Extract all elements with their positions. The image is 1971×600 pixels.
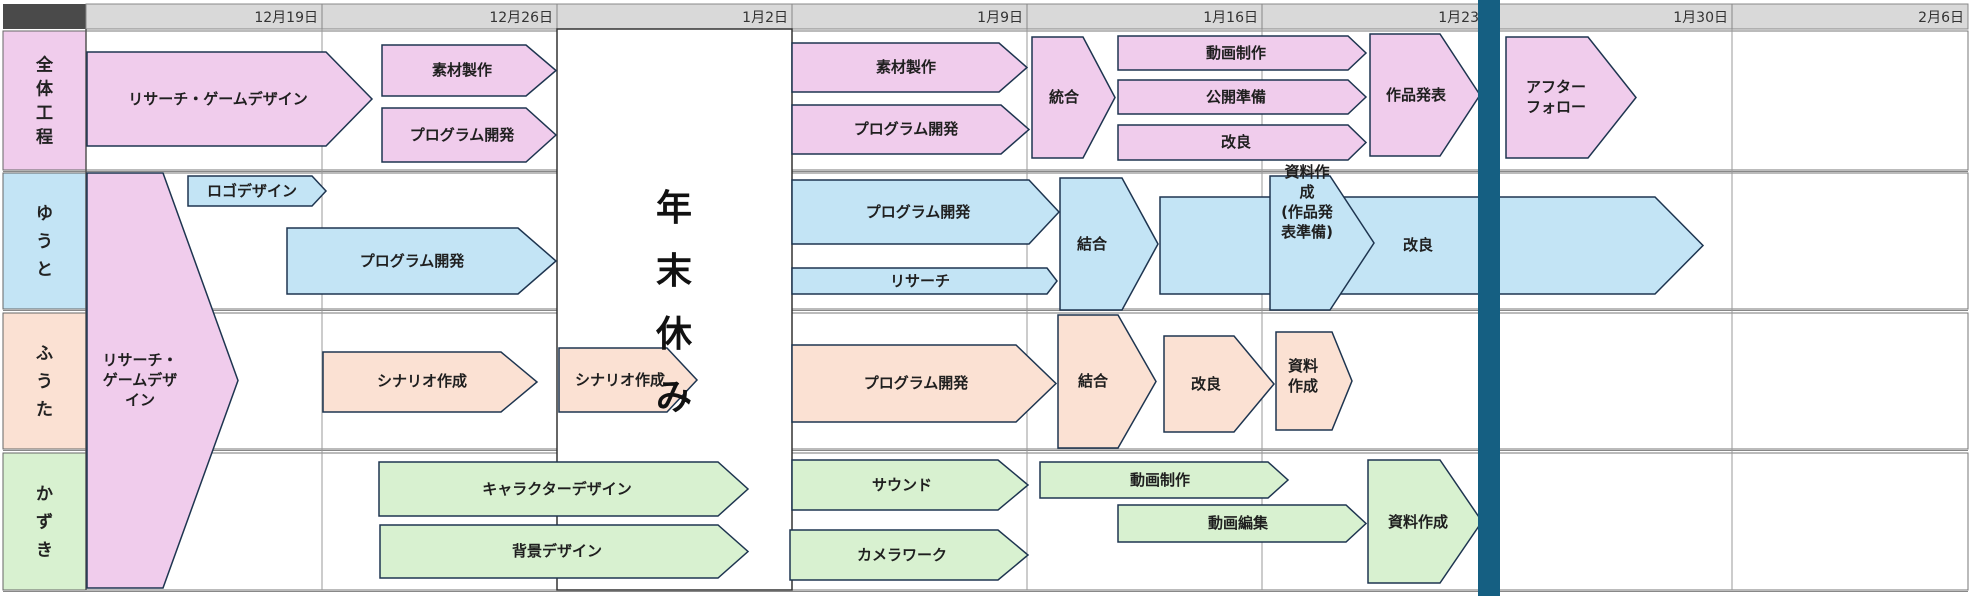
row-label-cell [2,172,87,310]
task-arrow [1163,335,1275,433]
task-arrow [86,51,374,147]
task-arrow [1059,177,1159,311]
task-label: ロゴデザイン [207,182,297,200]
task-label: 資料作成 [1388,513,1448,531]
task-label: 結合 [1077,235,1108,253]
row-label: 全体工程 [35,55,54,148]
date-label: 1月2日 [742,10,788,26]
task-label: アフター [1526,78,1586,96]
task-label: プログラム開発 [410,126,516,144]
task-label: イン [125,391,155,409]
task-arrow [791,267,1058,295]
task-label: 改良 [1191,375,1221,393]
task-arrow [1057,314,1157,449]
task-arrow [187,175,328,207]
task-label: 表準備) [1281,223,1333,241]
task-label: プログラム開発 [866,203,972,221]
task-label: 素材製作 [432,61,492,79]
task-arrow [86,172,239,589]
task-arrow [378,461,750,517]
task-label: シナリオ作成 [575,371,665,389]
task-arrow [1367,459,1483,584]
task-label: 改良 [1403,236,1433,254]
task-arrow [381,44,558,97]
date-label: 12月26日 [489,10,553,26]
task-label: ゲームデザ [103,371,178,389]
task-arrow [791,104,1031,155]
task-label: 改良 [1221,133,1251,151]
row-label-cell [2,30,87,171]
row-label-cell [2,312,87,450]
task-label: カメラワーク [857,546,947,564]
task-arrow [791,344,1058,423]
task-arrow [379,524,750,579]
task-label: リサーチ [890,272,950,290]
task-label: キャラクターデザイン [482,480,631,498]
task-arrow [1039,461,1290,499]
task-arrow [789,529,1030,581]
task-label: (作品発 [1281,203,1334,221]
task-label: 作品発表 [1386,86,1447,104]
task-arrow [791,459,1030,511]
task-label: 素材製作 [876,58,936,76]
task-arrow [1117,504,1368,543]
task-label: 統合 [1049,88,1080,106]
task-label: 資料作 [1284,163,1329,181]
date-label: 1月30日 [1673,10,1728,26]
task-label: リサーチ・ [102,351,177,369]
task-label: プログラム開発 [854,120,960,138]
task-arrow [381,107,558,163]
task-label: 結合 [1078,372,1109,390]
task-label: シナリオ作成 [377,372,467,390]
task-arrow [558,347,699,413]
task-label: プログラム開発 [360,252,466,270]
task-label: フォロー [1526,98,1586,116]
task-label: 資料 [1288,357,1318,375]
task-arrow [1117,79,1368,115]
task-arrow [791,42,1029,93]
date-label: 12月19日 [254,10,318,26]
row-label: ゆうと [36,204,53,280]
task-label: 動画制作 [1206,44,1266,62]
task-label: リサーチ・ゲームデザイン [128,90,308,108]
header-corner [3,4,86,29]
row-label: ふうた [36,344,53,420]
date-label: 2月6日 [1918,10,1964,26]
task-label: 動画編集 [1208,514,1269,532]
holiday-label: 年末休み [655,188,693,418]
task-arrow [791,179,1061,245]
task-arrow [1275,331,1353,431]
task-arrow [322,351,539,413]
row-label: かずき [36,485,53,561]
date-label: 1月9日 [977,10,1023,26]
task-arrow [1117,124,1368,161]
task-label: 作成 [1288,377,1318,395]
task-label: 公開準備 [1206,88,1266,106]
task-label: サウンド [872,476,932,494]
task-arrow [1031,36,1116,159]
task-label: プログラム開発 [864,374,970,392]
task-arrow [1269,175,1375,311]
task-arrow [1505,36,1637,159]
task-arrow [1117,35,1368,71]
task-label: 背景デザイン [512,542,602,560]
task-arrow [1369,33,1481,157]
task-arrow [286,227,558,295]
task-label: 成 [1299,183,1314,201]
today-marker [1478,0,1500,596]
task-label: 動画制作 [1130,471,1190,489]
row-label-cell [2,452,87,591]
date-label: 1月16日 [1203,10,1258,26]
